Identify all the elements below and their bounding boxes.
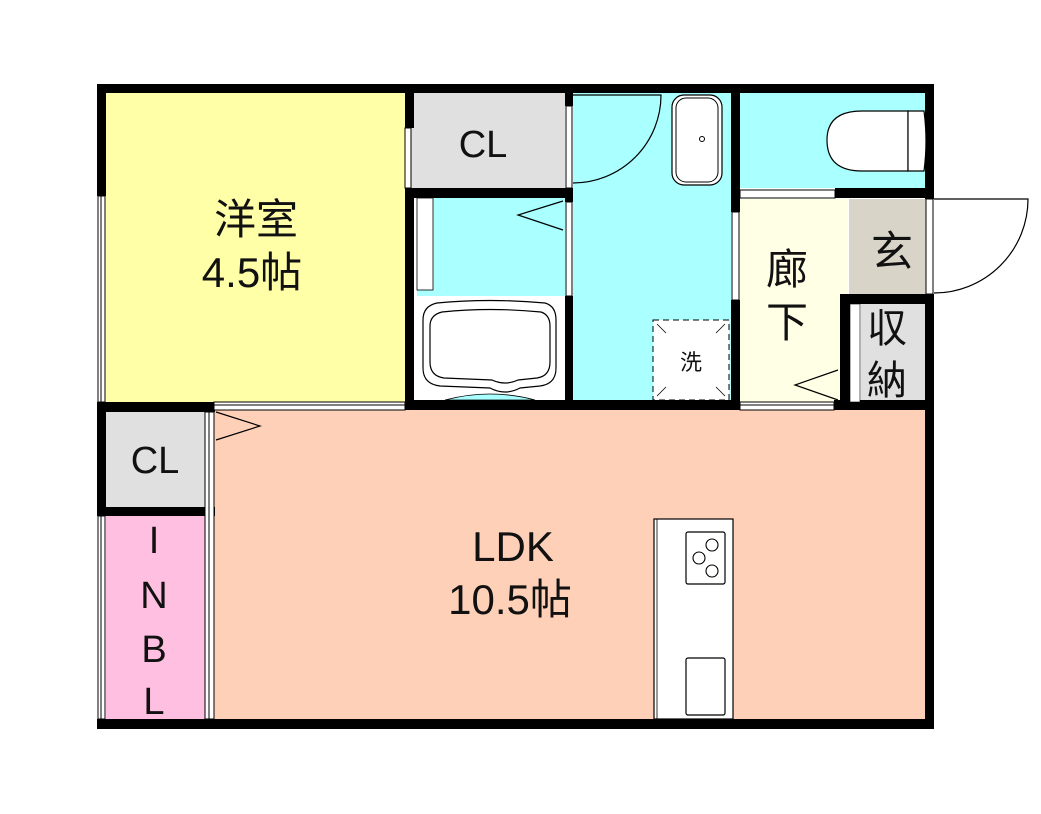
- entrance-floor: [849, 199, 926, 295]
- storage-label-1: 収: [867, 306, 907, 352]
- inbl-letter-l: L: [143, 681, 164, 723]
- kitchen-counter: [653, 518, 734, 720]
- door-swings: [215, 94, 1029, 441]
- walls: [97, 84, 934, 729]
- bath-step: [444, 393, 536, 401]
- storage-label-2: 納: [867, 358, 907, 404]
- closet-top-floor: [411, 92, 565, 188]
- bathtub-area: [417, 296, 565, 400]
- washer-space: 洗: [652, 319, 730, 401]
- hallway-label-2: 下: [766, 298, 808, 347]
- hallway-label-1: 廊: [766, 245, 808, 294]
- western-room-size: 4.5帖: [202, 249, 302, 296]
- inbl-letter-b: B: [141, 629, 166, 671]
- inbl-letter-n: N: [140, 575, 167, 617]
- bathroom-floor: [417, 198, 565, 296]
- ldk-label: LDK: [472, 523, 554, 570]
- stove-icon: [685, 531, 726, 585]
- entrance-label: 玄: [871, 227, 913, 276]
- inbl-letter-i: I: [149, 520, 160, 562]
- closet-left-label: CL: [131, 440, 180, 482]
- bath-counter: [416, 197, 434, 291]
- hallway-floor: [740, 199, 848, 402]
- closet-top-label: CL: [459, 124, 508, 166]
- windows: [97, 105, 934, 720]
- ldk-floor: [214, 410, 926, 719]
- storage-floor: [861, 304, 926, 402]
- washer-label: 洗: [680, 351, 702, 376]
- sink-icon: [685, 657, 726, 716]
- inbl-floor: [106, 516, 210, 719]
- washbasin-icon: [671, 94, 723, 186]
- western-room-floor: [106, 92, 408, 404]
- closet-left-floor: [106, 412, 210, 508]
- ldk-size: 10.5帖: [448, 576, 572, 623]
- western-room-label: 洋室: [214, 195, 298, 244]
- bathtub-icon: [422, 299, 557, 393]
- toilet-icon: [826, 110, 927, 172]
- storage-door: [849, 303, 861, 403]
